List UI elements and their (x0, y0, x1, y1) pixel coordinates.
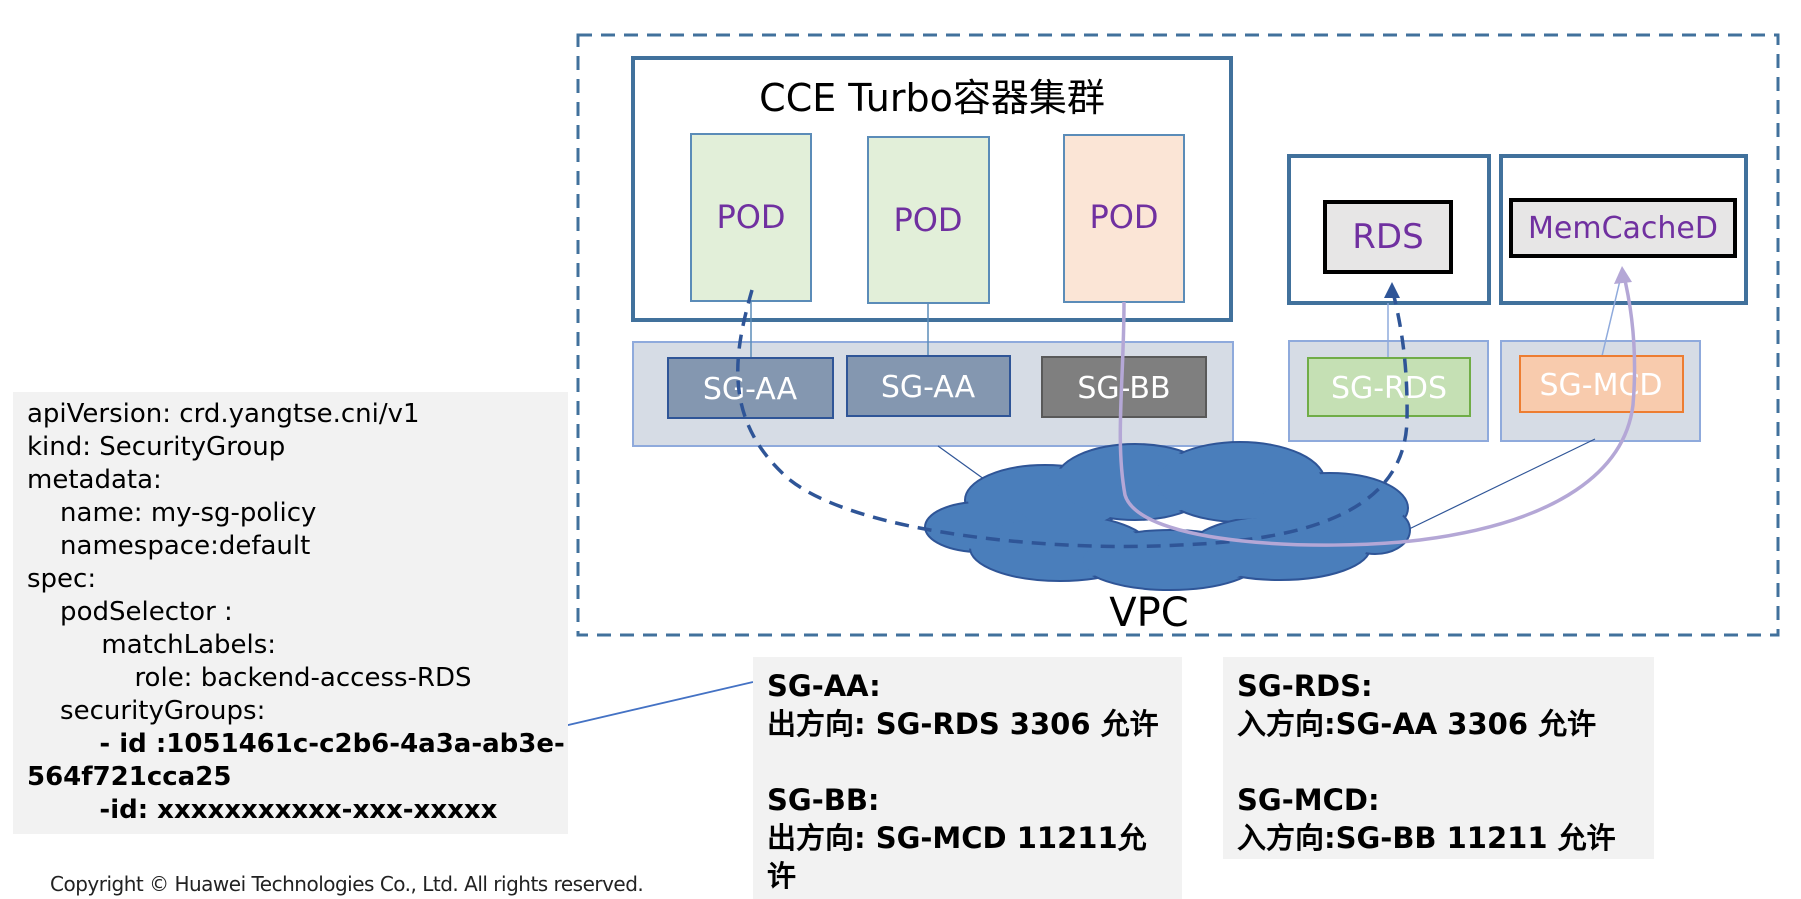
vpc-label: VPC (1109, 590, 1188, 636)
pod-1-box (690, 133, 812, 302)
yaml-line-id: - id :1051461c-c2b6-4a3a-ab3e- (27, 729, 565, 759)
rules-box-right: SG-RDS: 入方向:SG-AA 3306 允许 SG-MCD: 入方向:SG… (1223, 657, 1654, 859)
memcached-connector (1601, 271, 1623, 357)
memcached-service-label: MemCacheD (1528, 211, 1718, 246)
rules-box-left: SG-AA: 出方向: SG-RDS 3306 允许 SG-BB: 出方向: S… (753, 657, 1182, 899)
yaml-line: name: my-sg-policy (27, 498, 317, 528)
pod-3-box (1063, 134, 1185, 303)
rule-spacer (1237, 743, 1640, 781)
rule-spacer (767, 743, 1168, 781)
yaml-line-id: -id: xxxxxxxxxxx-xxx-xxxxx (27, 795, 498, 825)
yaml-line: securityGroups: (27, 696, 266, 726)
services-cloud-link (1404, 438, 1596, 532)
sg-rds-label: SG-RDS (1331, 371, 1447, 406)
dashed-flow-arrowhead (1384, 282, 1400, 298)
yaml-line-id: 564f721cca25 (27, 762, 232, 792)
solid-flow-pod-to-memcached (1118, 271, 1637, 547)
yaml-line: kind: SecurityGroup (27, 432, 286, 462)
sg-aa-1-label: SG-AA (703, 372, 798, 407)
yaml-line: apiVersion: crd.yangtse.cni/v1 (27, 399, 420, 429)
yaml-line: spec: (27, 564, 97, 594)
rule-line: SG-RDS: (1237, 669, 1373, 703)
rule-line: SG-BB: (767, 783, 880, 817)
yaml-line: podSelector : (27, 597, 233, 627)
rds-service-label: RDS (1352, 217, 1423, 257)
copyright-notice: Copyright © Huawei Technologies Co., Ltd… (50, 872, 644, 896)
rule-line: 出方向: SG-MCD 11211允 (767, 821, 1147, 855)
rule-line: 入方向:SG-AA 3306 允许 (1237, 707, 1597, 741)
rule-line: 许 (767, 859, 797, 893)
sg-aa-2-label: SG-AA (881, 370, 976, 405)
yaml-line: namespace:default (27, 531, 311, 561)
rule-line: 出方向: SG-RDS 3306 允许 (767, 707, 1159, 741)
pod-1-label: POD (716, 198, 785, 236)
rule-line: 入方向:SG-BB 11211 允许 (1237, 821, 1616, 855)
rule-line: SG-AA: (767, 669, 881, 703)
sg-mcd-box (1519, 355, 1684, 413)
pod-2-label: POD (893, 201, 962, 239)
sg-rds-box (1307, 357, 1471, 417)
yaml-line: role: backend-access-RDS (27, 663, 472, 693)
vpc-boundary (576, 33, 1780, 637)
sg-aa-1-box (667, 357, 834, 419)
yaml-policy-panel: apiVersion: crd.yangtse.cni/v1 kind: Sec… (13, 392, 568, 834)
sg-mcd-label: SG-MCD (1539, 368, 1662, 403)
solid-flow-arrowhead (1614, 266, 1632, 284)
yaml-line: matchLabels: (27, 630, 277, 660)
rds-service-box (1323, 200, 1453, 274)
memcached-service-box (1509, 198, 1737, 258)
pod-3-label: POD (1089, 198, 1158, 236)
rule-line: SG-MCD: (1237, 783, 1380, 817)
dashed-flow-pod-to-rds (736, 287, 1409, 549)
sg-aa-2-box (846, 355, 1011, 417)
cluster-title: CCE Turbo容器集群 (759, 76, 1105, 120)
sg-bb-label: SG-BB (1077, 371, 1170, 406)
yaml-line: metadata: (27, 465, 162, 495)
